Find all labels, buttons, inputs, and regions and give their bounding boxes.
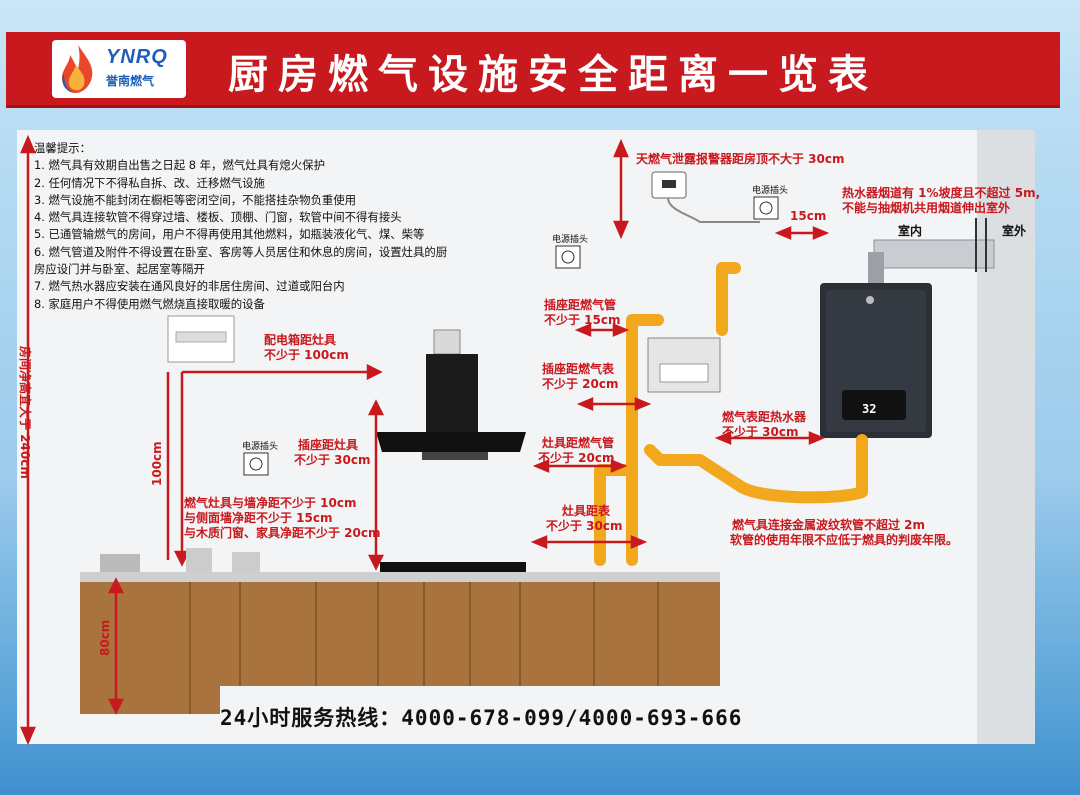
hose-label-2: 软管的使用年限不应低于燃具的判废年限。 <box>730 533 959 547</box>
height-80-arrow <box>107 577 125 715</box>
tip-item: 5. 已通管输燃气的房间，用户不得再使用其他燃料，如瓶装液化气、煤、柴等 <box>34 227 425 242</box>
range-hood <box>376 329 526 460</box>
alarm-label: 天燃气泄露报警器距房顶不大于 30cm <box>636 152 845 166</box>
flue-label-2: 不能与抽烟机共用烟道伸出室外 <box>842 201 1011 215</box>
gas-meter <box>647 337 721 393</box>
tip-item: 2. 任何情况下不得私自拆、改、迁移燃气设施 <box>34 175 265 190</box>
height-80-label: 80cm <box>98 619 112 656</box>
indoor-label: 室内 <box>898 224 923 238</box>
tip-item: 房应设门并与卧室、起居室等隔开 <box>34 262 205 277</box>
tip-item: 7. 燃气热水器应安装在通风良好的非居住房间、过道或阳台内 <box>34 279 345 294</box>
room-height-arrow <box>20 134 36 746</box>
meter-heater-label-1: 燃气表距热水器 <box>722 410 807 424</box>
tips-heading: 温馨提示： <box>34 141 91 155</box>
tip-item: 1. 燃气具有效期自出售之日起 8 年，燃气灶具有熄火保护 <box>34 158 325 173</box>
flame-icon <box>62 45 93 93</box>
stove-meter-label-2: 不少于 30cm <box>546 519 623 533</box>
clearance-label-2: 与侧面墙净距不少于 15cm <box>184 511 333 525</box>
gas-pipes <box>594 262 868 566</box>
outdoor-label: 室外 <box>1002 224 1027 238</box>
socket-meter-label-2: 不少于 20cm <box>542 377 619 391</box>
outlet-mid <box>555 245 581 269</box>
stove-meter-label-1: 灶具距表 <box>562 504 611 518</box>
meter-heater-arrow <box>714 431 826 445</box>
logo: YNRQ 誉南燃气 <box>52 40 186 98</box>
electrical-box <box>167 315 235 363</box>
socket-pipe-label-2: 不少于 15cm <box>544 313 621 327</box>
outlet-label-mid: 电源插头 <box>552 235 589 245</box>
socket-pipe-label-1: 插座距燃气管 <box>544 298 617 312</box>
elec-box-label-2: 不少于 100cm <box>264 348 349 362</box>
service-hotline: 24小时服务热线：4000-678-099/4000-693-666 <box>220 706 743 730</box>
socket-meter-arrow <box>576 397 652 411</box>
socket-stove-label-1: 插座距灶具 <box>298 438 359 452</box>
room-height-label: 房间净高宜大于 240cm <box>18 346 32 479</box>
tip-item: 6. 燃气管道及附件不得设置在卧室、客房等人员居住和休息的房间，设置灶具的厨 <box>34 244 448 259</box>
socket-stove-label-2: 不少于 30cm <box>294 453 371 467</box>
socket-meter-label-1: 插座距燃气表 <box>542 362 615 376</box>
heater-display: 32 <box>862 402 877 416</box>
flue-pipe <box>868 218 995 290</box>
tip-item: 4. 燃气具连接软管不得穿过墙、楼板、顶棚、门窗，软管中间不得有接头 <box>34 210 402 225</box>
meter-heater-label-2: 不少于 30cm <box>722 425 799 439</box>
stove-meter-arrow <box>530 535 648 549</box>
elec-box-label-1: 配电箱距灶具 <box>264 333 337 347</box>
tip-item: 8. 家庭用户不得使用燃气燃烧直接取暖的设备 <box>34 296 265 311</box>
title-banner: YNRQ 誉南燃气 厨房燃气设施安全距离一览表 <box>6 32 1060 108</box>
elec-box-horizontal-arrow <box>173 363 383 567</box>
outlet-label-top: 电源插头 <box>752 186 789 196</box>
outlet-top <box>753 196 779 220</box>
tip-item: 3. 燃气设施不能封闭在橱柜等密闭空间，不能搭挂杂物负重使用 <box>34 192 357 207</box>
flue-label-1: 热水器烟道有 1%坡度且不超过 5m, <box>842 186 1041 200</box>
logo-subtitle: 誉南燃气 <box>106 74 155 88</box>
stove-pipe-arrow <box>532 459 628 473</box>
height-100-label: 100cm <box>150 441 164 486</box>
water-heater <box>820 283 932 438</box>
distance-15cm-label: 15cm <box>790 209 827 223</box>
outlet-label-left: 电源插头 <box>242 442 279 452</box>
logo-text: YNRQ <box>106 46 168 68</box>
page-title: 厨房燃气设施安全距离一览表 <box>228 51 878 98</box>
socket-stove-arrow <box>367 399 385 571</box>
hose-label-1: 燃气具连接金属波纹软管不超过 2m <box>732 518 926 532</box>
clearance-label-3: 与木质门窗、家具净距不少于 20cm <box>184 526 381 540</box>
outlet-to-wall-arrow <box>774 226 830 240</box>
socket-pipe-arrow <box>574 323 630 337</box>
gas-alarm <box>651 171 760 223</box>
safety-tips: 温馨提示： 1. 燃气具有效期自出售之日起 8 年，燃气灶具有熄火保护 2. 任… <box>34 140 554 313</box>
kitchen-cabinets <box>80 548 720 714</box>
outlet-left <box>243 452 269 476</box>
alarm-distance-arrow <box>613 138 629 240</box>
stove-pipe-label-2: 不少于 20cm <box>538 451 615 465</box>
clearance-label-1: 燃气灶具与墙净距不少于 10cm <box>184 496 357 510</box>
stove-pipe-label-1: 灶具距燃气管 <box>542 436 615 450</box>
